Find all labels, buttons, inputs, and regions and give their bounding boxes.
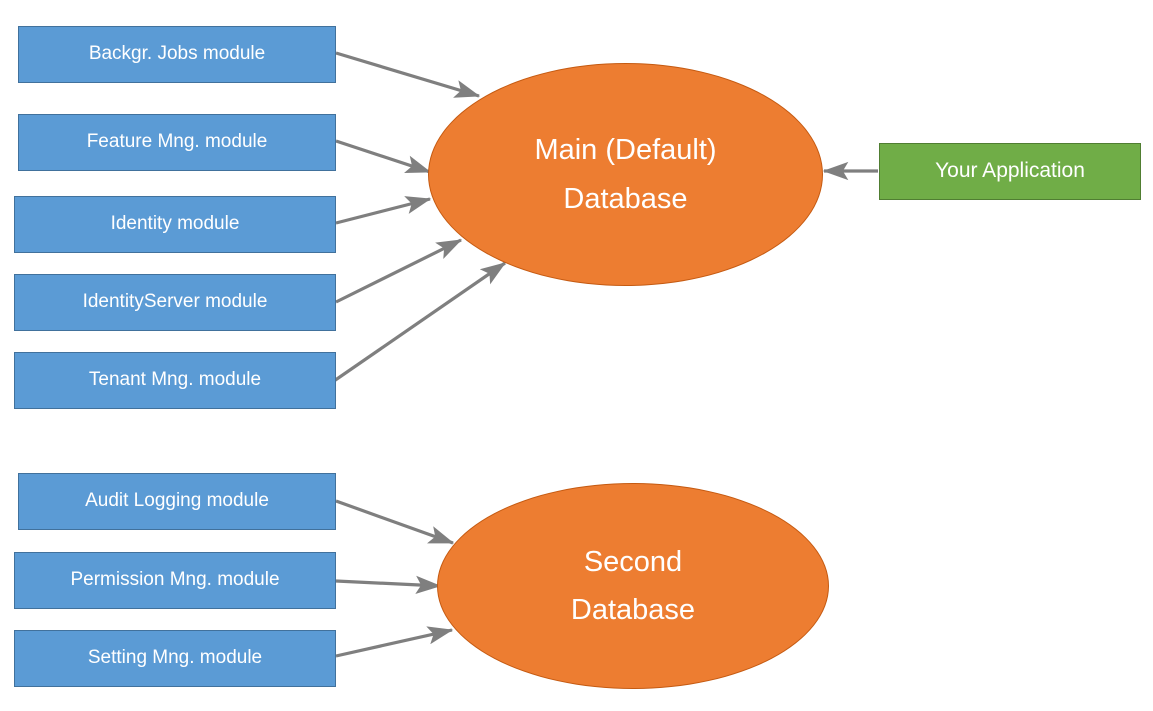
database-label-line1: Second [583, 545, 683, 578]
module-label: Permission Mng. module [70, 569, 280, 591]
module-box-feature-mng[interactable]: Feature Mng. module [18, 114, 336, 171]
module-box-backgr-jobs[interactable]: Backgr. Jobs module [18, 26, 336, 83]
application-box-your-application[interactable]: Your Application [879, 143, 1141, 200]
arrow-identity-to-main-db [335, 196, 432, 225]
module-label: Feature Mng. module [86, 131, 268, 153]
arrow-setting-mng-to-second-db [335, 626, 454, 658]
arrow-tenant-mng-to-main-db [333, 261, 507, 383]
module-box-setting-mng[interactable]: Setting Mng. module [14, 630, 336, 687]
module-box-identity[interactable]: Identity module [14, 196, 336, 253]
database-label-line2: Database [563, 182, 688, 215]
arrow-identityserver-to-main-db [335, 238, 463, 304]
module-label: Identity module [110, 213, 240, 235]
database-ellipse-second[interactable]: Second Database [437, 483, 829, 689]
module-box-identityserver[interactable]: IdentityServer module [14, 274, 336, 331]
module-box-tenant-mng[interactable]: Tenant Mng. module [14, 352, 336, 409]
database-ellipse-main[interactable]: Main (Default) Database [428, 63, 823, 286]
module-label: IdentityServer module [82, 291, 268, 313]
application-label: Your Application [935, 159, 1085, 183]
module-label: Tenant Mng. module [88, 369, 262, 391]
module-label: Audit Logging module [85, 490, 269, 512]
module-box-audit-logging[interactable]: Audit Logging module [18, 473, 336, 530]
arrow-backgr-jobs-to-main-db [335, 51, 481, 98]
arrow-permission-mng-to-second-db [335, 575, 442, 594]
database-label-line2: Database [570, 594, 696, 626]
arrow-feature-mng-to-main-db [335, 139, 432, 174]
module-label: Backgr. Jobs module [88, 43, 266, 65]
database-label-line1: Main (Default) [534, 134, 717, 167]
arrow-audit-logging-to-second-db [335, 499, 455, 545]
module-box-permission-mng[interactable]: Permission Mng. module [14, 552, 336, 609]
module-label: Setting Mng. module [87, 647, 263, 669]
